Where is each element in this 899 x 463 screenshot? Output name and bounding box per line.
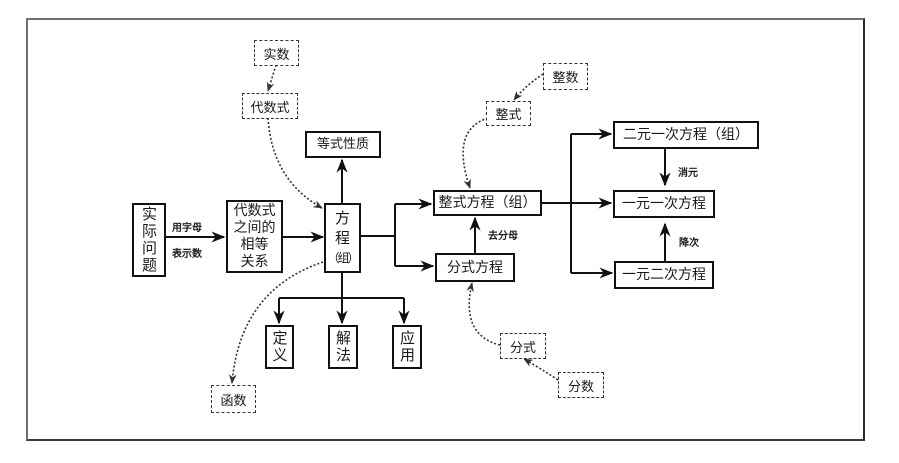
- node-function-text: 函数: [220, 393, 247, 409]
- node-solution-method: 解法: [328, 325, 358, 369]
- node-equation-line2: 程: [334, 229, 350, 247]
- node-equation-system: 方 程 （组）: [324, 203, 361, 273]
- node-algebraic-expression-text: 代数式: [250, 100, 290, 116]
- node-fraction-number-text: 分数: [567, 379, 594, 395]
- dotted-fraction-num-to-fraction: [523, 358, 559, 381]
- node-real-number: 实数: [254, 40, 299, 66]
- node-integral-expression: 整式: [486, 101, 531, 126]
- node-integral-equation: 整式方程（组）: [433, 190, 542, 216]
- edge-label-represent-numbers: 表示数: [172, 249, 202, 260]
- node-algebraic-equality: 代数式 之间的 相等 关系: [226, 200, 283, 273]
- node-algebraic-expression: 代数式: [242, 93, 298, 119]
- dotted-integer-to-integral: [513, 73, 544, 101]
- node-solution-method-text: 解法: [334, 330, 352, 364]
- node-equation-line3: （组）: [327, 251, 359, 265]
- dotted-real-to-algebraic: [266, 64, 277, 92]
- node-algebraic-equality-line1: 代数式: [233, 202, 276, 219]
- node-fraction-number: 分数: [558, 372, 604, 398]
- edge-label-reduce-degree: 降次: [679, 238, 699, 249]
- node-linear-1var: 一元一次方程: [613, 190, 715, 218]
- node-algebraic-equality-line2: 之间的: [233, 219, 276, 236]
- node-linear-1var-text: 一元一次方程: [622, 196, 706, 212]
- node-real-problem: 实际问题: [132, 203, 166, 277]
- node-linear-2var-text: 二元一次方程（组）: [623, 127, 749, 143]
- dotted-fraction-to-fractional-eq: [466, 282, 501, 346]
- node-fraction-expression: 分式: [500, 333, 546, 359]
- edge-label-use-letters: 用字母: [172, 223, 202, 234]
- dotted-algebraic-to-equation: [267, 117, 323, 209]
- node-equation-property: 等式性质: [305, 131, 381, 158]
- node-fractional-equation-text: 分式方程: [447, 259, 503, 276]
- diagram-frame: [26, 18, 865, 441]
- node-equation-property-text: 等式性质: [316, 136, 369, 152]
- node-algebraic-equality-line4: 关系: [240, 253, 269, 270]
- node-integral-equation-text: 整式方程（组）: [438, 195, 537, 211]
- node-application-text: 应用: [398, 330, 416, 364]
- node-equation-line1: 方: [334, 209, 350, 227]
- node-application: 应用: [392, 325, 422, 369]
- node-integer: 整数: [543, 63, 588, 90]
- node-function: 函数: [211, 385, 256, 413]
- node-real-number-text: 实数: [263, 47, 290, 63]
- dotted-equation-to-function: [228, 261, 324, 384]
- node-integer-text: 整数: [552, 71, 579, 86]
- edge-label-eliminate: 消元: [678, 168, 698, 179]
- node-quadratic-1var-text: 一元二次方程: [622, 267, 706, 283]
- node-real-problem-text: 实际问题: [140, 206, 158, 274]
- edge-label-remove-denominator: 去分母: [488, 231, 518, 242]
- node-algebraic-equality-line3: 相等: [240, 236, 269, 253]
- node-linear-2var: 二元一次方程（组）: [613, 121, 759, 149]
- node-fractional-equation: 分式方程: [435, 253, 515, 282]
- node-fraction-expression-text: 分式: [509, 340, 536, 356]
- node-quadratic-1var: 一元二次方程: [614, 261, 714, 289]
- node-definition-text: 定义: [270, 330, 289, 364]
- dotted-integral-to-integral-eq: [462, 117, 489, 189]
- node-integral-expression-text: 整式: [495, 108, 522, 123]
- node-definition: 定义: [265, 325, 294, 369]
